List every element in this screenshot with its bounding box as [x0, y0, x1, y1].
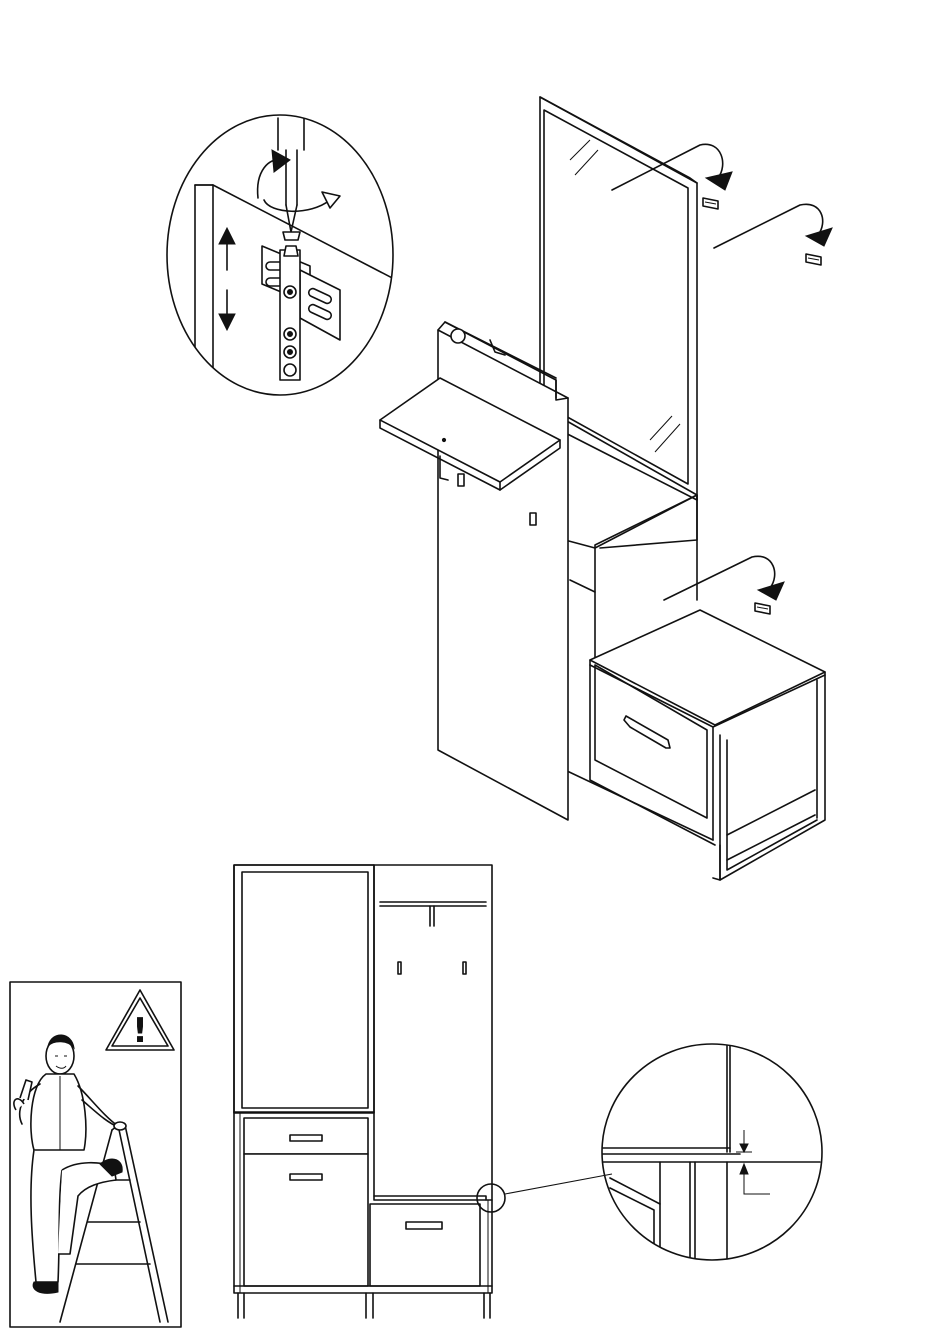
- detail-hinge-adjustment: [167, 115, 400, 400]
- detail-gap-alignment: [600, 1040, 822, 1262]
- hinge-plate: [262, 246, 340, 380]
- main-assembly-view: [380, 97, 832, 880]
- warning-mark: !: [132, 1011, 148, 1051]
- person-on-ladder-icon: [14, 1035, 168, 1322]
- bench-drawer: [370, 1204, 480, 1286]
- warning-triangle-icon: !: [106, 990, 174, 1051]
- detail-circle-bottom: [602, 1044, 822, 1260]
- rotate-arrow-icon: [258, 150, 340, 211]
- tape-strip-arrow-icon: [664, 556, 784, 614]
- drawer-handle: [624, 716, 670, 748]
- front-elevation-view: [234, 865, 612, 1318]
- tape-strip-arrow-icon: [714, 204, 832, 265]
- screwdriver-icon: [278, 118, 304, 240]
- coat-rack-door: [380, 322, 568, 820]
- vertical-adjust-arrows-icon: [219, 228, 235, 330]
- drawer-cabinet: [590, 610, 825, 880]
- safety-warning-panel: !: [10, 982, 181, 1327]
